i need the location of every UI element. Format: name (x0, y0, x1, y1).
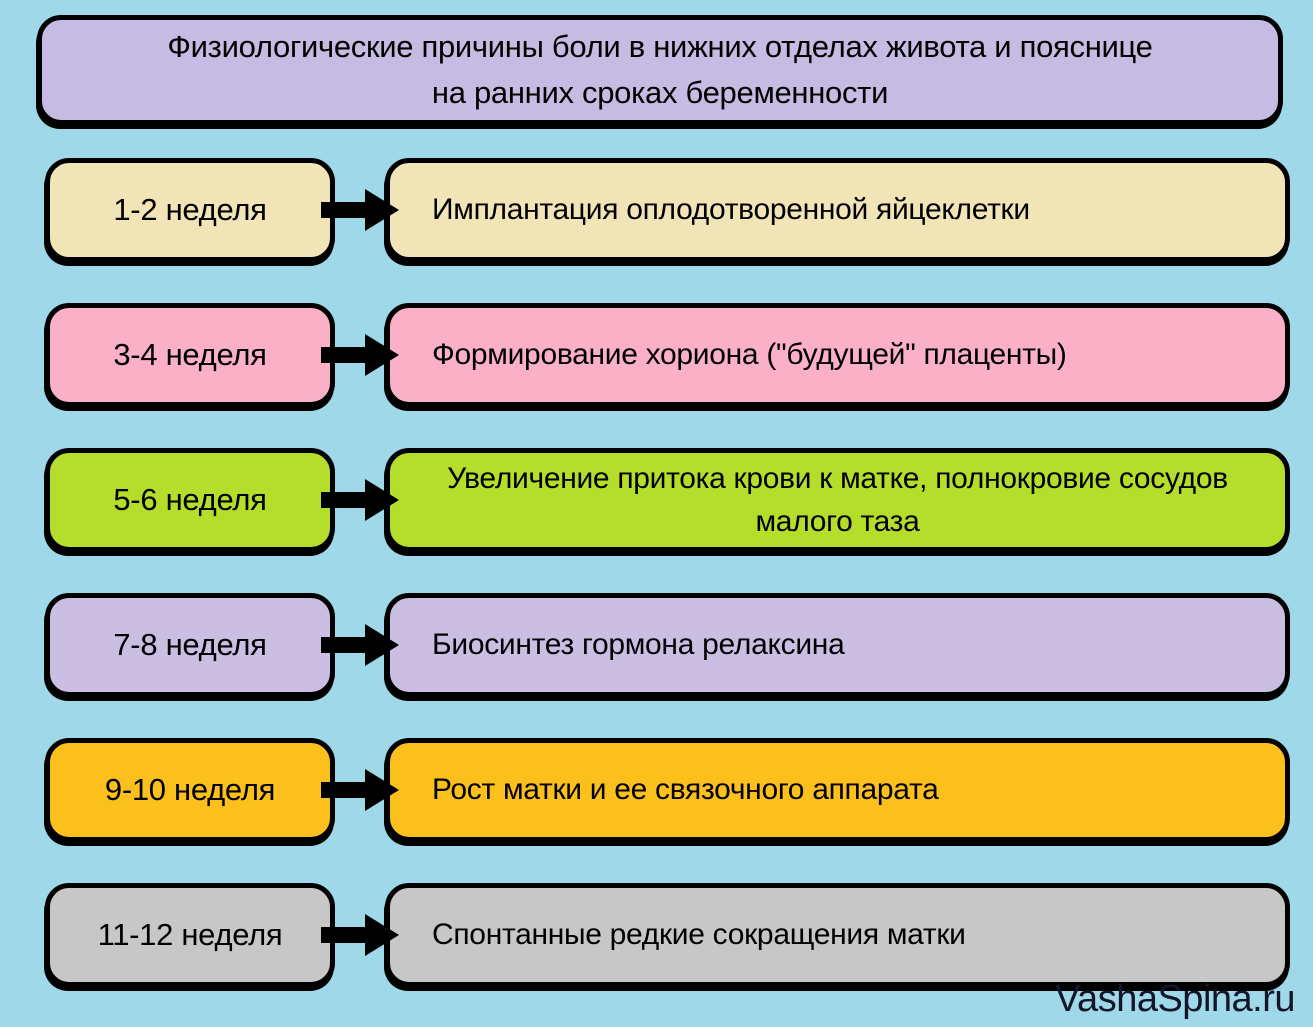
timeline-row-7-8: 7-8 неделя Биосинтез гормона релаксина (45, 593, 1290, 697)
cause-box: Спонтанные редкие сокращения матки (385, 883, 1290, 987)
cause-text: Имплантация оплодотворенной яйцеклетки (432, 193, 1030, 227)
week-label-box: 3-4 неделя (45, 303, 335, 407)
timeline-row-11-12: 11-12 неделя Спонтанные редкие сокращени… (45, 883, 1290, 987)
cause-text: Спонтанные редкие сокращения матки (432, 918, 966, 952)
week-label-box: 5-6 неделя (45, 448, 335, 552)
cause-text: Увеличение притока крови к матке, полнок… (447, 461, 1228, 539)
right-arrow-icon (321, 769, 399, 811)
title-box: Физиологические причины боли в нижних от… (37, 15, 1283, 125)
timeline-row-3-4: 3-4 неделя Формирование хориона ("будуще… (45, 303, 1290, 407)
right-arrow-icon (321, 334, 399, 376)
right-arrow-icon (321, 914, 399, 956)
timeline-row-9-10: 9-10 неделя Рост матки и ее связочного а… (45, 738, 1290, 842)
cause-box: Имплантация оплодотворенной яйцеклетки (385, 158, 1290, 262)
watermark: VashaSpina.ru (1055, 978, 1295, 1020)
week-label: 7-8 неделя (113, 627, 267, 662)
timeline-row-1-2: 1-2 неделя Имплантация оплодотворенной я… (45, 158, 1290, 262)
week-label: 9-10 неделя (104, 772, 276, 807)
title-line-1: Физиологические причины боли в нижних от… (167, 28, 1153, 64)
cause-text: Рост матки и ее связочного аппарата (432, 773, 939, 807)
cause-box: Биосинтез гормона релаксина (385, 593, 1290, 697)
right-arrow-icon (321, 479, 399, 521)
week-label: 3-4 неделя (113, 337, 267, 372)
week-label-box: 1-2 неделя (45, 158, 335, 262)
cause-text: Биосинтез гормона релаксина (432, 628, 845, 662)
cause-box: Формирование хориона ("будущей" плаценты… (385, 303, 1290, 407)
week-label: 1-2 неделя (113, 192, 267, 227)
title-line-2: на ранних сроках беременности (431, 75, 889, 110)
week-label: 11-12 неделя (97, 917, 283, 952)
right-arrow-icon (321, 189, 399, 231)
right-arrow-icon (321, 624, 399, 666)
timeline-row-5-6: 5-6 неделя Увеличение притока крови к ма… (45, 448, 1290, 552)
cause-box: Рост матки и ее связочного аппарата (385, 738, 1290, 842)
week-label-box: 11-12 неделя (45, 883, 335, 987)
week-label: 5-6 неделя (113, 482, 267, 517)
cause-text: Формирование хориона ("будущей" плаценты… (432, 338, 1067, 372)
week-label-box: 9-10 неделя (45, 738, 335, 842)
cause-box: Увеличение притока крови к матке, полнок… (385, 448, 1290, 552)
week-label-box: 7-8 неделя (45, 593, 335, 697)
